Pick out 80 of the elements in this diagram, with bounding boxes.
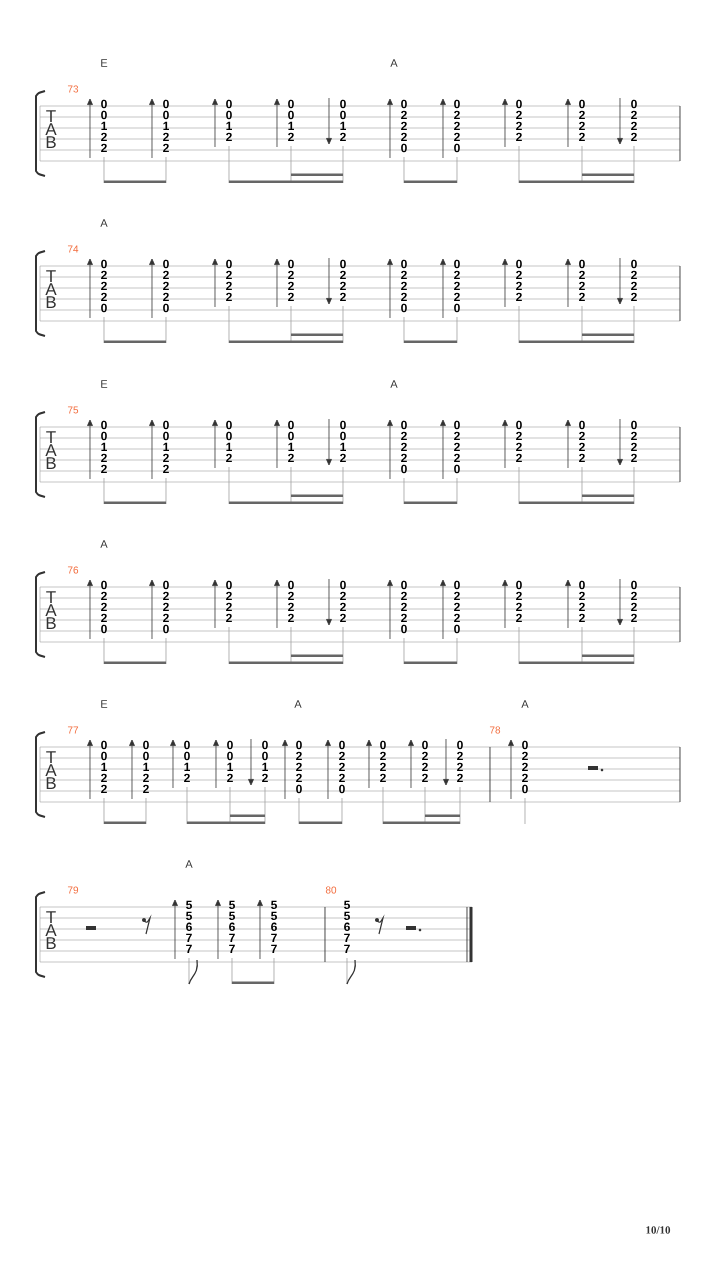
fret-numbers: 0 0 1 2: [340, 99, 346, 142]
fret-numbers: 0 2 2 2: [380, 740, 386, 783]
chord-name: A: [100, 540, 108, 548]
tab-clef: T A B: [45, 431, 57, 469]
chord-name: E: [101, 700, 108, 708]
fret-numbers: 0 0 1 2: [262, 740, 268, 783]
fret-numbers: 0 2 2 2: [516, 420, 522, 463]
fret-numbers: 0 2 2 2: [516, 99, 522, 142]
fret-numbers: 0 0 1 2 2: [143, 740, 149, 794]
fret-numbers: 0 2 2 2: [340, 259, 346, 302]
chord-name: A: [100, 219, 108, 227]
chord-name: A: [390, 380, 398, 388]
measure-number: 77: [67, 726, 79, 734]
fret-numbers: 0 2 2 2: [226, 580, 232, 623]
tab-clef: T A B: [45, 911, 57, 949]
fret-numbers: 0 2 2 2: [422, 740, 428, 783]
fret-numbers: 0 0 1 2 2: [101, 99, 107, 153]
measure-number: 78: [489, 726, 501, 734]
fret-numbers: 0 2 2 2 0: [454, 420, 460, 474]
fret-numbers: 0 2 2 2 0: [401, 259, 407, 313]
fret-numbers: 0 0 1 2: [184, 740, 190, 783]
chord-name: A: [185, 860, 193, 868]
fret-numbers: 0 2 2 2: [226, 259, 232, 302]
fret-numbers: 0 2 2 2: [579, 420, 585, 463]
fret-numbers: 0 2 2 2: [457, 740, 463, 783]
fret-numbers: 0 2 2 2 0: [101, 580, 107, 634]
fret-numbers: 0 2 2 2: [631, 259, 637, 302]
fret-numbers: 0 2 2 2: [579, 259, 585, 302]
fret-numbers: 0 2 2 2: [579, 580, 585, 623]
tab-clef: T A B: [45, 751, 57, 789]
fret-numbers: 0 0 1 2 2: [101, 740, 107, 794]
fret-numbers: 5 5 6 7 7: [271, 900, 277, 953]
fret-numbers: 0 2 2 2 0: [522, 740, 528, 794]
tab-clef: T A B: [45, 591, 57, 629]
fret-numbers: 0 0 1 2: [340, 420, 346, 463]
fret-numbers: 0 0 1 2 2: [101, 420, 107, 474]
fret-numbers: 5 5 6 7 7: [344, 900, 350, 953]
fret-numbers: 0 2 2 2: [288, 259, 294, 302]
tab-clef: T A B: [45, 110, 57, 148]
fret-numbers: 0 2 2 2: [516, 580, 522, 623]
fret-numbers: 0 2 2 2 0: [401, 420, 407, 474]
fret-numbers: 0 2 2 2 0: [454, 580, 460, 634]
measure-number: 73: [67, 85, 79, 93]
fret-numbers: 0 2 2 2 0: [339, 740, 345, 794]
fret-numbers: 0 2 2 2 0: [101, 259, 107, 313]
chord-name: A: [390, 59, 398, 67]
fret-numbers: 0 2 2 2 0: [401, 99, 407, 153]
fret-numbers: 0 2 2 2: [631, 420, 637, 463]
fret-numbers: 5 5 6 7 7: [229, 900, 235, 953]
chord-name: E: [101, 380, 108, 388]
fret-numbers: 0 2 2 2: [579, 99, 585, 142]
fret-numbers: 0 2 2 2 0: [454, 99, 460, 153]
chord-name: A: [521, 700, 529, 708]
fret-numbers: 0 2 2 2: [516, 259, 522, 302]
measure-number: 80: [325, 886, 337, 894]
measure-number: 74: [67, 245, 79, 253]
fret-numbers: 0 2 2 2: [631, 580, 637, 623]
fret-numbers: 5 5 6 7 7: [186, 900, 192, 953]
fret-numbers: 0 2 2 2 0: [454, 259, 460, 313]
fret-numbers: 0 2 2 2 0: [296, 740, 302, 794]
fret-numbers: 0 2 2 2 0: [163, 580, 169, 634]
chord-name: E: [101, 59, 108, 67]
fret-numbers: 0 0 1 2 2: [163, 420, 169, 474]
measure-number: 76: [67, 566, 79, 574]
fret-numbers: 0 2 2 2 0: [401, 580, 407, 634]
chord-name: A: [294, 700, 302, 708]
measure-number: 75: [67, 406, 79, 414]
fret-numbers: 0 2 2 2: [340, 580, 346, 623]
fret-numbers: 0 2 2 2 0: [163, 259, 169, 313]
fret-numbers: 0 2 2 2: [631, 99, 637, 142]
tab-clef: T A B: [45, 270, 57, 308]
fret-numbers: 0 0 1 2: [227, 740, 233, 783]
page-number: 10/10: [646, 1226, 671, 1234]
fret-numbers: 0 0 1 2: [288, 99, 294, 142]
fret-numbers: 0 0 1 2: [226, 99, 232, 142]
fret-numbers: 0 0 1 2: [226, 420, 232, 463]
fret-numbers: 0 2 2 2: [288, 580, 294, 623]
fret-numbers: 0 0 1 2 2: [163, 99, 169, 153]
fret-numbers: 0 0 1 2: [288, 420, 294, 463]
measure-number: 79: [67, 886, 79, 894]
